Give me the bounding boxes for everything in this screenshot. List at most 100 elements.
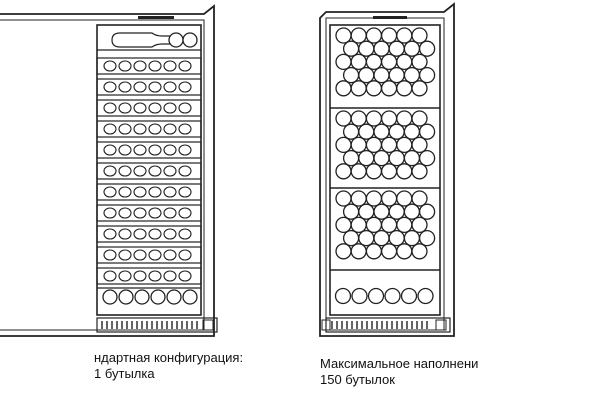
right-zone-top-bottle	[342, 40, 360, 57]
left-shelf-4	[96, 141, 202, 159]
right-zone-top-bottle	[396, 80, 413, 97]
right-zone-middle-bottle	[350, 110, 367, 127]
right-zone-top-bottle	[365, 53, 383, 71]
left-bottle-neck	[178, 186, 192, 198]
left-bottle-neck	[148, 60, 162, 72]
right-zone-middle-bottle	[350, 136, 367, 154]
right-zone-middle-bottle	[403, 123, 421, 140]
left-bottle-neck	[103, 228, 117, 240]
right-cabinet-outline	[319, 2, 455, 337]
left-bottle-neck	[118, 60, 132, 72]
left-bottle-neck	[163, 249, 177, 261]
left-bottle-neck	[178, 207, 192, 219]
left-bottle-neck	[178, 165, 192, 177]
right-grille-vent	[435, 319, 447, 331]
left-bottle-neck	[103, 270, 117, 282]
right-bottom-bottle	[351, 287, 368, 305]
right-zone-bottom-bottle	[335, 216, 352, 234]
right-zone-bottom-bottle	[396, 243, 413, 260]
left-bottle-neck	[178, 60, 192, 72]
right-zone-middle-bottle	[418, 149, 436, 167]
left-top-bottle-end-1	[182, 32, 198, 48]
left-top-bottle-end-0	[168, 32, 184, 48]
left-bottle-neck	[118, 81, 132, 93]
left-caption: ндартная конфигурация: 1 бутылка	[94, 350, 243, 382]
right-zone-top-bottle	[380, 27, 398, 44]
right-zone-bottom-bottle	[342, 229, 360, 247]
right-zone-middle-bottle	[342, 149, 360, 167]
right-zone-bottom-bottle	[403, 229, 421, 247]
left-bottle-neck	[148, 102, 162, 114]
left-bottle-neck	[178, 123, 192, 135]
right-zone-bottom-bottle	[373, 203, 390, 220]
left-bottle-neck	[178, 249, 192, 261]
left-bottle-neck	[148, 249, 162, 261]
left-shelf-6	[96, 183, 202, 201]
left-shelf-8	[96, 225, 202, 243]
right-zone-top-bottle	[373, 40, 390, 57]
right-zone-top-bottle	[358, 40, 375, 57]
right-zone-middle-bottle	[411, 163, 428, 180]
right-zone-middle-bottle	[388, 123, 405, 140]
right-zone-bottom-bottle	[418, 203, 436, 220]
right-zone-bottom-bottle	[380, 216, 398, 234]
left-bottle-neck	[103, 102, 117, 114]
left-base-grille	[96, 317, 218, 333]
right-zone-middle-bottle	[365, 110, 383, 127]
left-bottle-neck	[163, 102, 177, 114]
right-zone-top-bottle	[373, 66, 390, 84]
right-zone-bottom-bottle	[388, 229, 405, 247]
left-bottle-neck	[133, 165, 147, 177]
right-zone-top-bottle	[396, 53, 413, 71]
right-base-grille	[325, 317, 451, 333]
left-caption-line2: 1 бутылка	[94, 366, 155, 381]
right-zone-top-bottle	[418, 66, 436, 84]
right-zone-middle-bottle	[365, 136, 383, 154]
left-bottle-neck	[103, 249, 117, 261]
right-zone-middle-bottle	[388, 149, 405, 167]
right-zone-top-bottle	[418, 40, 436, 57]
right-zone-bottom-bottle	[380, 190, 398, 207]
left-shelf-2	[96, 99, 202, 117]
left-bottle-neck	[163, 186, 177, 198]
left-shelf-3	[96, 120, 202, 138]
right-zone-bottom-bottle	[396, 216, 413, 234]
left-bottle-neck	[133, 102, 147, 114]
right-caption-line2: 150 бутылок	[320, 372, 395, 387]
right-zone-top-bottle	[335, 53, 352, 71]
right-zone-middle-bottle	[396, 110, 413, 127]
right-cooler	[319, 2, 455, 337]
right-zone-middle-bottle	[335, 110, 352, 127]
right-zone-bottom-bottle	[396, 190, 413, 207]
right-zone-top-bottle	[380, 80, 398, 97]
left-bottle-neck	[163, 270, 177, 282]
right-zone-middle-bottle	[342, 123, 360, 140]
right-zone-bottom-bottle	[335, 243, 352, 260]
right-glass-frame	[329, 24, 441, 316]
right-zone-top-bottle	[403, 40, 421, 57]
left-bottle-neck	[103, 123, 117, 135]
right-zone-top-bottle	[365, 27, 383, 44]
left-bottle-neck	[163, 228, 177, 240]
left-bottle-neck	[118, 270, 132, 282]
left-shelf-10	[96, 267, 202, 285]
left-bottom-bottle	[134, 289, 150, 305]
right-zone-middle-bottle	[365, 163, 383, 180]
right-zone-middle-bottle	[358, 123, 375, 140]
left-bottle-neck	[148, 123, 162, 135]
right-zone-bottom-bottle	[358, 203, 375, 220]
left-bottle-neck	[148, 228, 162, 240]
left-cabinet-inner	[0, 19, 205, 331]
right-zone-middle-bottle	[380, 163, 398, 180]
left-bottle-neck	[148, 186, 162, 198]
left-cabinet-outline	[0, 4, 215, 337]
left-bottle-neck	[148, 270, 162, 282]
right-zone-middle-bottle	[350, 163, 367, 180]
left-bottle-neck	[118, 144, 132, 156]
left-bottle-neck	[148, 144, 162, 156]
left-bottle-neck	[163, 60, 177, 72]
right-zone-bottom-bottle	[411, 243, 428, 260]
right-zone-bottom-bottle	[365, 190, 383, 207]
left-bottom-bottle	[166, 289, 182, 305]
left-bottle-neck	[103, 186, 117, 198]
